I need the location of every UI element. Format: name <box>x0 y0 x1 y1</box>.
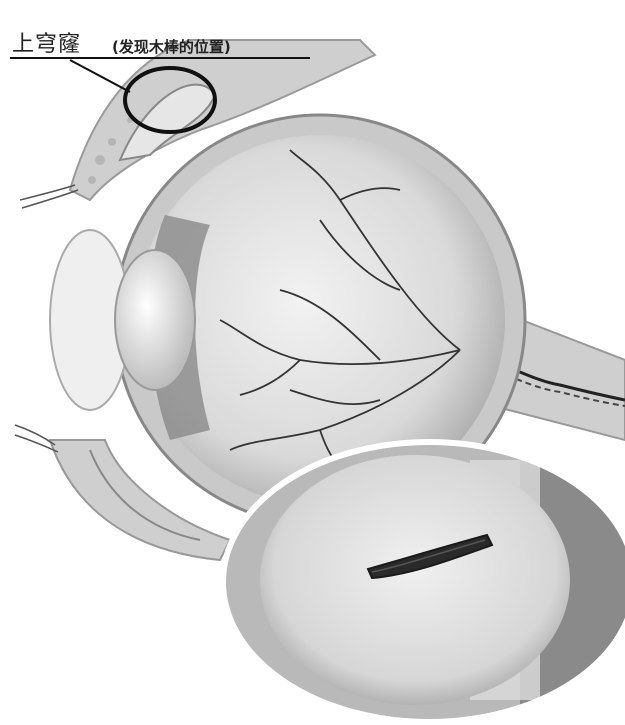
fornix-note: (发现木棒的位置) <box>112 36 231 57</box>
photo-inset <box>223 442 625 721</box>
fornix-label: 上穹窿 <box>12 26 81 58</box>
cornea-lens <box>50 230 195 410</box>
